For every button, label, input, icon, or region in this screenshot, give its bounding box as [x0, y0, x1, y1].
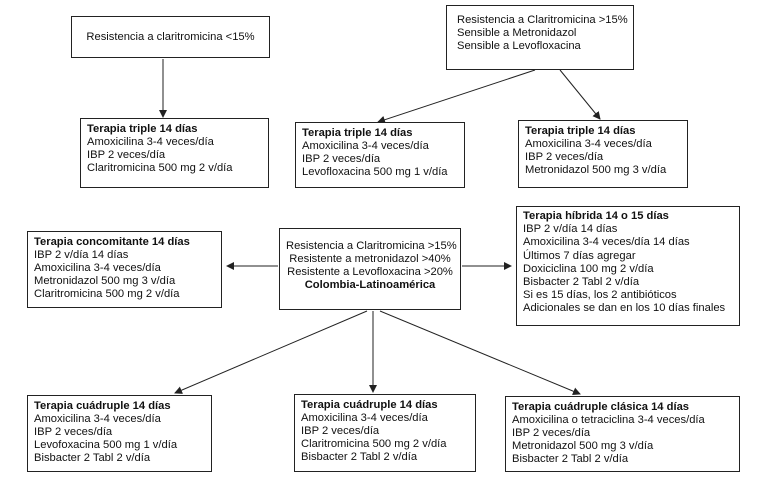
therapy-line: Amoxicilina 3-4 veces/día 14 días — [523, 236, 690, 249]
therapy-line: IBP 2 veces/día — [34, 426, 113, 438]
therapy-title: Terapia cuádruple 14 días — [301, 399, 438, 411]
therapy-box-triple-clarithromycin: Terapia triple 14 días Amoxicilina 3-4 v… — [80, 118, 269, 188]
therapy-line: Últimos 7 días agregar — [523, 249, 636, 262]
therapy-box-concomitant: Terapia concomitante 14 días IBP 2 v/día… — [27, 231, 222, 308]
therapy-line: IBP 2 v/día 14 días — [523, 223, 618, 236]
therapy-line: Amoxicilina 3-4 veces/día — [34, 262, 161, 274]
therapy-line: IBP 2 veces/día — [87, 149, 166, 161]
therapy-title: Terapia triple 14 días — [525, 125, 636, 137]
therapy-box-quadruple-clarithromycin: Terapia cuádruple 14 días Amoxicilina 3-… — [294, 394, 476, 472]
condition-line: Resistencia a Claritromicina >15% — [457, 14, 628, 26]
therapy-line: Claritromicina 500 mg 2 v/día — [87, 162, 233, 174]
therapy-line: Doxiciclina 100 mg 2 v/día — [523, 262, 654, 275]
condition-line: Resistencia a Claritromicina >15% — [286, 240, 457, 252]
therapy-line: Bisbacter 2 Tabl 2 v/día — [512, 453, 629, 465]
therapy-line: Levofloxacina 500 mg 1 v/día — [302, 166, 448, 178]
therapy-box-triple-levofloxacin: Terapia triple 14 días Amoxicilina 3-4 v… — [295, 122, 465, 188]
therapy-line: IBP 2 v/día 14 días — [34, 249, 129, 261]
therapy-box-hybrid: Terapia híbrida 14 o 15 días IBP 2 v/día… — [516, 206, 740, 326]
therapy-title: Terapia concomitante 14 días — [34, 236, 190, 248]
therapy-line: Amoxicilina 3-4 veces/día — [34, 413, 161, 425]
therapy-line: IBP 2 veces/día — [301, 425, 380, 437]
therapy-box-quadruple-levofloxacin: Terapia cuádruple 14 días Amoxicilina 3-… — [27, 395, 212, 472]
therapy-title: Terapia triple 14 días — [87, 123, 198, 135]
condition-line: Resistente a Levofloxacina >20% — [287, 266, 453, 278]
therapy-line: Metronidazol 500 mg 3 v/día — [34, 275, 176, 287]
condition-line: Resistente a metronidazol >40% — [289, 253, 451, 265]
condition-box-clarithromycin-low: Resistencia a claritromicina <15% — [71, 16, 270, 58]
therapy-line: Metronidazol 500 mg 3 v/día — [525, 164, 667, 176]
therapy-title: Terapia cuádruple 14 días — [34, 400, 171, 412]
therapy-line: Amoxicilina 3-4 veces/día — [87, 136, 214, 148]
arrow-top-right-to-triple-3 — [559, 69, 601, 120]
therapy-title: Terapia triple 14 días — [302, 127, 413, 139]
condition-box-clarithromycin-high: Resistencia a Claritromicina >15% Sensib… — [446, 5, 634, 70]
therapy-line: Claritromicina 500 mg 2 v/día — [301, 438, 447, 450]
therapy-line: Amoxicilina 3-4 veces/día — [525, 138, 652, 150]
therapy-title: Terapia cuádruple clásica 14 días — [512, 401, 690, 413]
therapy-line: Amoxicilina 3-4 veces/día — [302, 140, 429, 152]
therapy-line: IBP 2 veces/día — [525, 151, 604, 163]
therapy-line: Amoxicilina 3-4 veces/día — [301, 412, 428, 424]
therapy-line: Si es 15 días, los 2 antibióticos — [523, 289, 677, 302]
therapy-box-triple-metronidazole: Terapia triple 14 días Amoxicilina 3-4 v… — [518, 120, 688, 188]
therapy-line: Claritromicina 500 mg 2 v/día — [34, 288, 180, 300]
therapy-line: Bisbacter 2 Tabl 2 v/día — [301, 451, 418, 463]
therapy-line: Bisbacter 2 Tabl 2 v/día — [34, 452, 151, 464]
therapy-line: IBP 2 veces/día — [512, 427, 591, 439]
condition-line: Sensible a Metronidazol — [457, 27, 577, 39]
therapy-title: Terapia híbrida 14 o 15 días — [523, 210, 669, 222]
region-label: Colombia-Latinoamérica — [304, 279, 436, 291]
arrow-top-right-to-triple-2 — [377, 69, 536, 124]
therapy-line: Bisbacter 2 Tabl 2 v/día — [523, 276, 640, 289]
condition-line: Sensible a Levofloxacina — [457, 40, 581, 52]
arrow-center-to-quad-1 — [174, 310, 368, 394]
therapy-line: Amoxicilina o tetraciclina 3-4 veces/día — [512, 414, 705, 426]
arrow-center-to-quad-3 — [379, 310, 581, 396]
therapy-line: Adicionales se dan en los 10 días finale… — [523, 302, 726, 315]
therapy-line: Metronidazol 500 mg 3 v/día — [512, 440, 654, 452]
condition-box-colombia-latinoamerica: Resistencia a Claritromicina >15% Resist… — [279, 228, 461, 310]
therapy-line: IBP 2 veces/día — [302, 153, 381, 165]
therapy-box-quadruple-classic: Terapia cuádruple clásica 14 días Amoxic… — [505, 396, 740, 472]
therapy-line: Levofoxacina 500 mg 1 v/día — [34, 439, 178, 451]
condition-text: Resistencia a claritromicina <15% — [86, 31, 255, 43]
